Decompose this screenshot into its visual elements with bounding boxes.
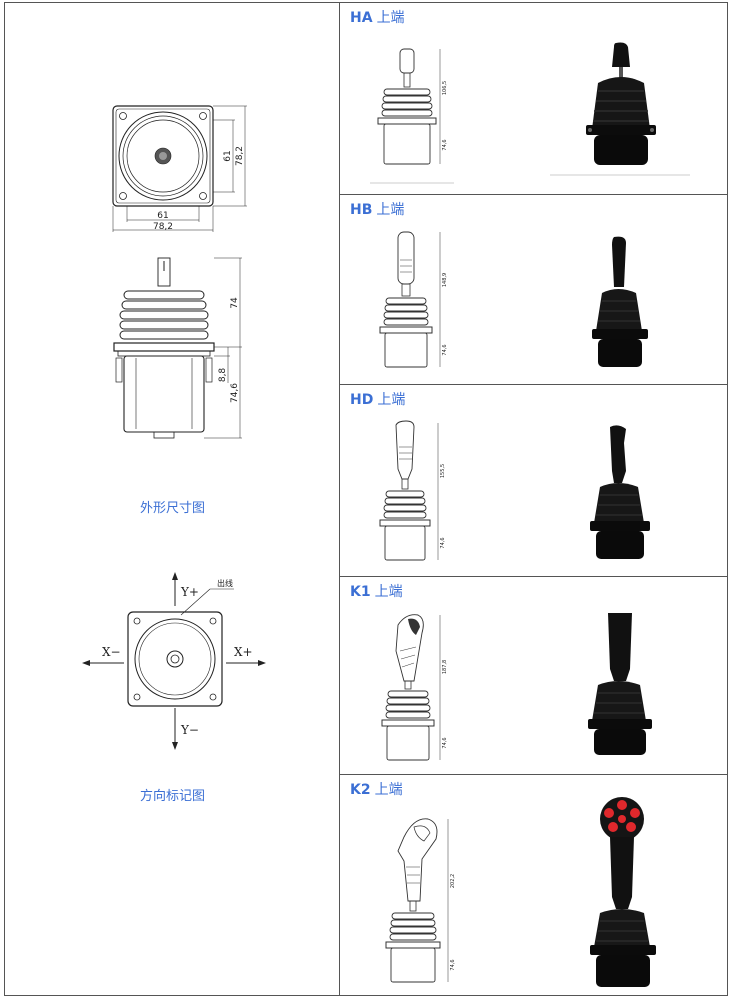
dim-above-height: 74 [230, 297, 240, 309]
hb-photo [592, 236, 648, 367]
direction-diagram: 出线 Y+ Y− X− X+ [82, 572, 266, 750]
k2-photo [590, 797, 656, 987]
top-view-drawing: 61 78,2 61 78,2 [112, 105, 247, 232]
red-buttons-icon [604, 800, 640, 832]
hd-bottom-dim: 74,6 [440, 537, 446, 548]
direction-caption: 方向标记图 [139, 789, 205, 804]
dim-inner-width: 61 [157, 211, 168, 221]
hd-top-dim: 155,5 [440, 464, 446, 478]
x-plus-label: X+ [234, 645, 253, 659]
k2-top-dim: 202,2 [450, 874, 456, 888]
hd-photo [590, 425, 650, 559]
ha-photo [550, 42, 690, 176]
hb-top-dim: 148,9 [442, 273, 448, 287]
outline-caption: 外形尺寸图 [139, 501, 205, 516]
dim-inner-height: 61 [223, 150, 233, 161]
dim-outer-width: 78,2 [153, 222, 173, 232]
hd-drawing: 155,5 74,6 [379, 420, 446, 561]
dim-flange: 8,8 [218, 368, 228, 383]
k1-photo [588, 613, 652, 755]
spec-sheet: 61 78,2 61 78,2 [4, 2, 728, 996]
x-minus-label: X− [102, 645, 121, 659]
cable-label: 出线 [217, 578, 233, 588]
dim-body-height: 74,6 [230, 383, 240, 403]
hb-drawing: 148,9 74,6 [379, 231, 448, 368]
k2-bottom-dim: 74,6 [450, 959, 456, 970]
ha-top-dim: 106,5 [442, 81, 448, 95]
y-plus-label: Y+ [180, 585, 199, 599]
k1-bottom-dim: 74,6 [442, 737, 448, 748]
dim-outer-height: 78,2 [235, 146, 245, 166]
k1-top-dim: 187,8 [442, 660, 448, 674]
left-panel: 61 78,2 61 78,2 [5, 3, 340, 995]
k2-drawing: 202,2 74,6 [385, 818, 456, 983]
k1-drawing: 187,8 74,6 [381, 614, 448, 761]
hb-bottom-dim: 74,6 [442, 344, 448, 355]
side-view-drawing: 74 8,8 74,6 [113, 257, 242, 439]
y-minus-label: Y− [180, 723, 199, 737]
ha-bottom-dim: 74,6 [442, 139, 448, 150]
ha-drawing: 106,5 74,6 [370, 48, 454, 184]
